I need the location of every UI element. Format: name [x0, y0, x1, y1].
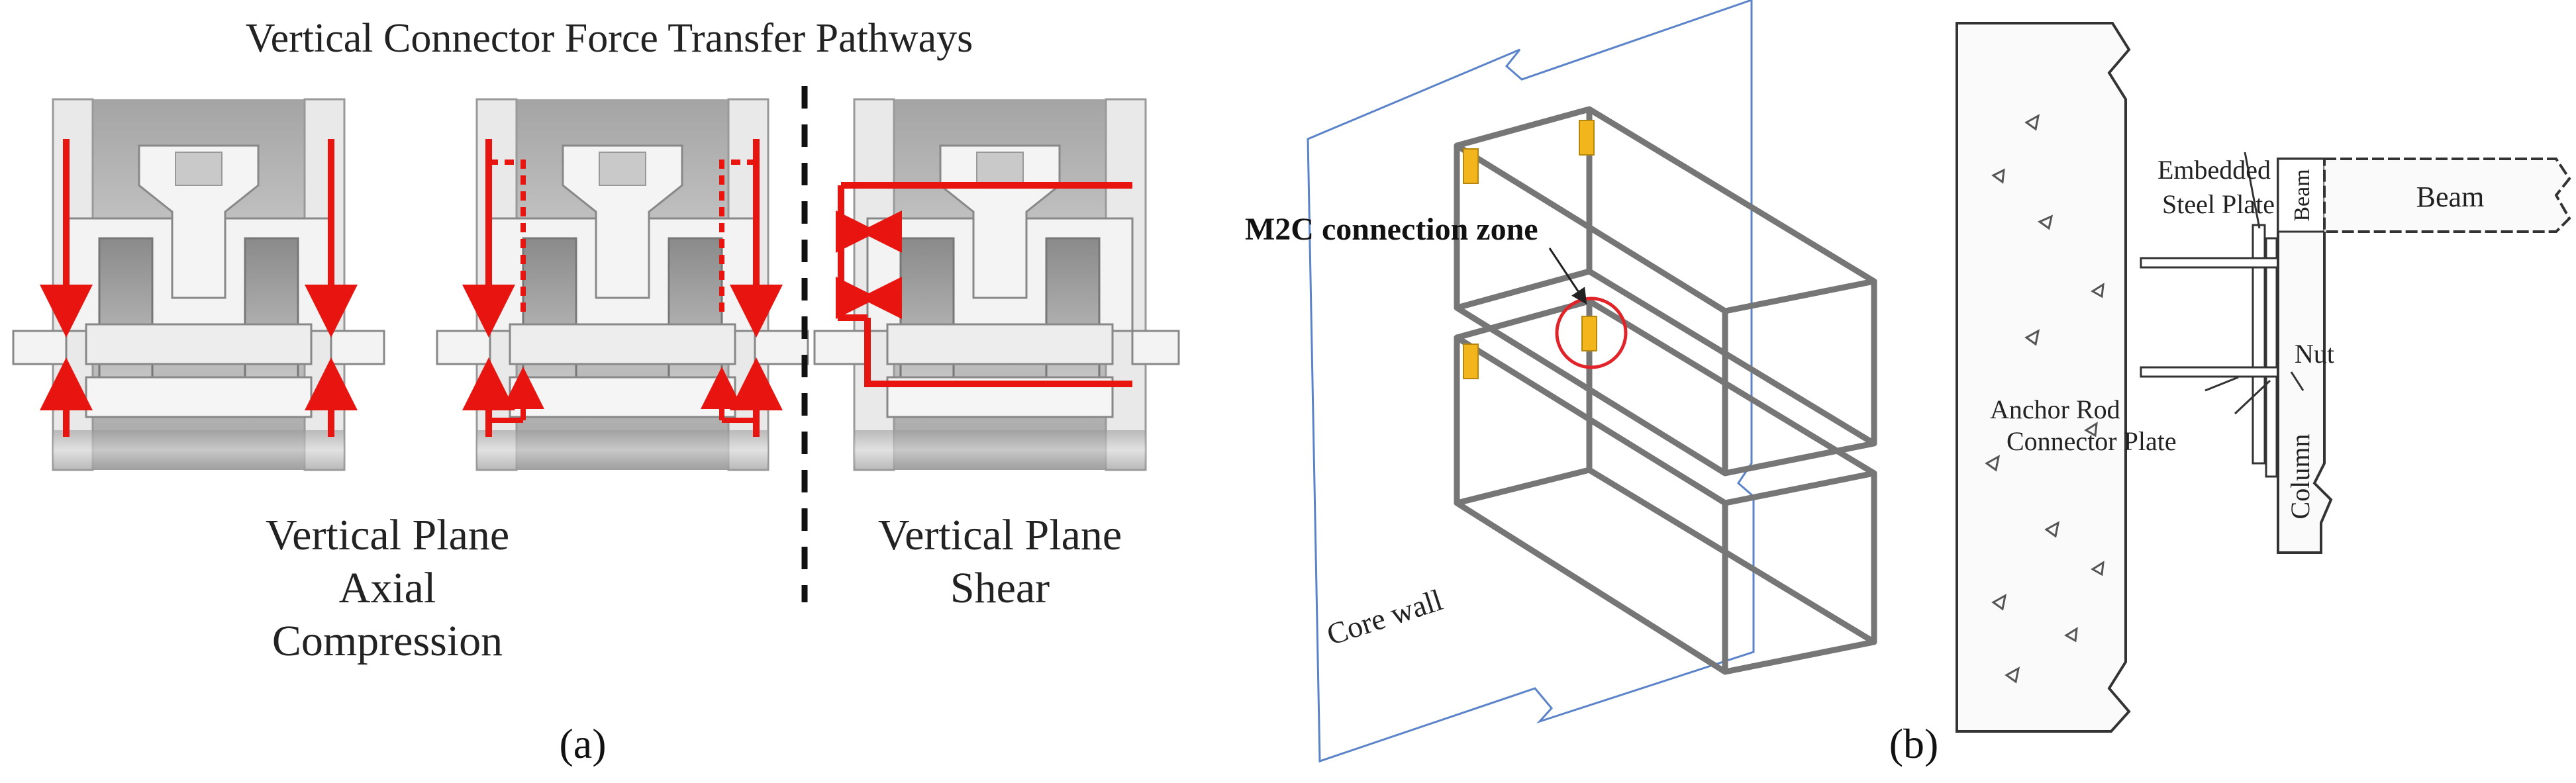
caption-axial-line3: Compression: [272, 617, 503, 665]
m2c-zone-pointer: [1548, 248, 1587, 305]
caption-axial-line1: Vertical Plane: [266, 511, 509, 559]
label-beam: Beam: [2416, 181, 2485, 213]
label-connector-plate: Connector Plate: [2006, 426, 2177, 456]
plate-mid-left: [1463, 344, 1479, 379]
core-wall-label: Core wall: [1322, 582, 1446, 651]
m2c-zone-circle: [1555, 297, 1628, 369]
caption-shear-line1: Vertical Plane: [878, 511, 1122, 559]
connector-plate: [2265, 237, 2278, 478]
connector-diagram-axial-2: [436, 98, 809, 471]
label-embedded-1: Embedded: [2157, 155, 2271, 185]
column: [2277, 158, 2333, 554]
connector-diagram-axial-1: [12, 98, 385, 471]
core-wall-outline: [1307, 0, 1755, 763]
anchor-rod-bottom: [2140, 366, 2288, 378]
panel-a: Vertical Connector Force Transfer Pathwa…: [12, 16, 1180, 767]
label-nut: Nut: [2295, 339, 2334, 369]
beam-small-box: [2277, 158, 2326, 233]
concrete-wall: [1956, 22, 2131, 733]
anchor-rod-top: [2140, 257, 2288, 269]
panel-a-label: (a): [559, 720, 606, 767]
beam: [2323, 158, 2571, 233]
label-beam-small: Beam: [2290, 169, 2314, 221]
label-anchor-rod: Anchor Rod: [1990, 394, 2120, 424]
caption-shear-line2: Shear: [950, 564, 1050, 612]
panel-b-label: (b): [1889, 720, 1939, 767]
panel-b-isometric: M2C connection zone Core wall: [1245, 0, 1877, 763]
panel-a-title: Vertical Connector Force Transfer Pathwa…: [246, 16, 973, 61]
plate-mid-highlight: [1581, 316, 1597, 351]
plate-top-right: [1579, 120, 1595, 156]
connector-diagram-shear: [813, 98, 1180, 471]
label-column: Column: [2285, 434, 2315, 520]
label-embedded-2: Steel Plate: [2162, 189, 2275, 219]
panel-b-detail: Embedded Steel Plate Beam Beam Nut Ancho…: [1889, 22, 2571, 767]
plate-top-left: [1463, 148, 1479, 184]
caption-axial-line2: Axial: [339, 564, 436, 612]
m2c-zone-label: M2C connection zone: [1245, 212, 1538, 247]
